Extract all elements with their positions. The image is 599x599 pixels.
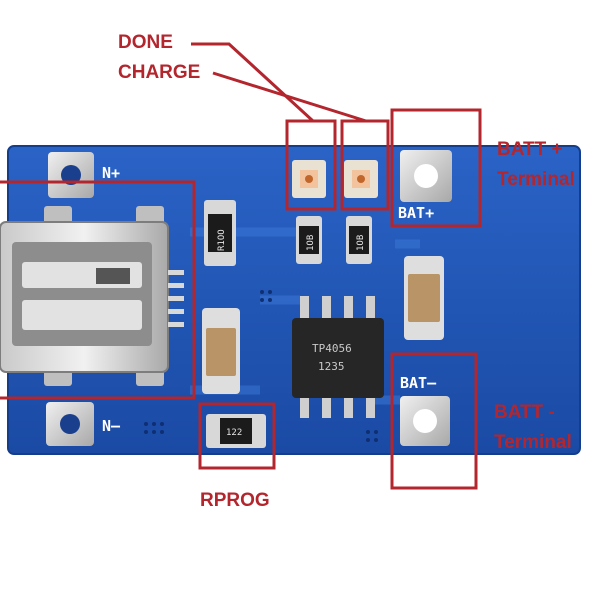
callout-bat-minus-box	[390, 352, 478, 490]
silk-bat-minus: BAT–	[400, 374, 437, 392]
resistor-rprog-marking: 122	[226, 428, 242, 438]
charger-ic: TP4056 1235	[292, 296, 384, 418]
silk-n-minus: N–	[102, 417, 121, 435]
resistor-rprog: 122	[206, 414, 266, 448]
capacitor-left	[202, 308, 240, 394]
resistor-led-done: 1OB	[296, 216, 322, 264]
label-batt-minus-1: BATT -	[494, 402, 555, 423]
resistor-led-done-marking: 1OB	[306, 235, 316, 251]
label-charge: CHARGE	[118, 62, 201, 83]
led-done	[292, 160, 326, 198]
led-charge	[344, 160, 378, 198]
resistor-r1-marking: R1OO	[217, 229, 227, 251]
resistor-led-charge-marking: 1OB	[356, 235, 366, 251]
callout-rprog-box	[198, 402, 276, 470]
label-batt-plus-1: BATT +	[497, 139, 563, 160]
vias	[144, 290, 378, 442]
label-done: DONE	[118, 32, 173, 53]
mount-pad-bat-minus	[400, 396, 450, 446]
silk-n-plus: N+	[102, 164, 120, 182]
mount-pad-n-minus	[46, 402, 94, 446]
callouts	[0, 42, 482, 490]
callout-bat-plus-box	[390, 108, 482, 228]
leader-done	[191, 42, 315, 123]
label-batt-minus-2: Terminal	[494, 432, 572, 453]
silk-bat-plus: BAT+	[398, 204, 434, 222]
mini-usb-connector	[0, 206, 184, 386]
callout-usb-box	[0, 180, 196, 400]
mount-pad-n-plus	[48, 152, 94, 198]
label-batt-plus-2: Terminal	[497, 169, 575, 190]
chip-marking-line1: TP4056	[312, 342, 352, 355]
resistor-led-charge: 1OB	[346, 216, 372, 264]
resistor-r1: R1OO	[204, 200, 236, 266]
label-rprog: RPROG	[200, 490, 270, 511]
chip-marking-line2: 1235	[318, 360, 345, 373]
mount-pad-bat-plus	[400, 150, 452, 202]
capacitor-right	[404, 256, 444, 340]
leader-charge	[212, 71, 367, 123]
